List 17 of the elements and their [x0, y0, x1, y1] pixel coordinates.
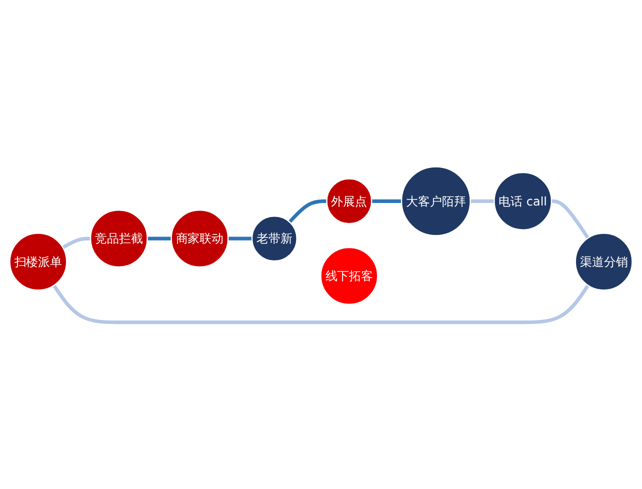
connector [372, 199, 402, 203]
connector [52, 284, 590, 324]
node-circle: 线下拓客 [320, 246, 378, 305]
node-circle: 外展点 [326, 178, 372, 224]
node-circle: 电话 call [494, 172, 552, 230]
connector [228, 236, 252, 240]
connector [551, 199, 590, 240]
node-circle: 大客户陌拜 [400, 166, 471, 236]
node-circle: 老带新 [251, 216, 298, 262]
node-circle: 渠道分销 [574, 232, 633, 291]
connector [62, 236, 91, 250]
node-circle: 竞品拦截 [90, 210, 148, 268]
connector [470, 199, 494, 203]
connector [147, 236, 172, 240]
node-circle: 商家联动 [170, 210, 229, 268]
node-circle: 扫楼派单 [9, 232, 68, 291]
connector [288, 199, 327, 224]
